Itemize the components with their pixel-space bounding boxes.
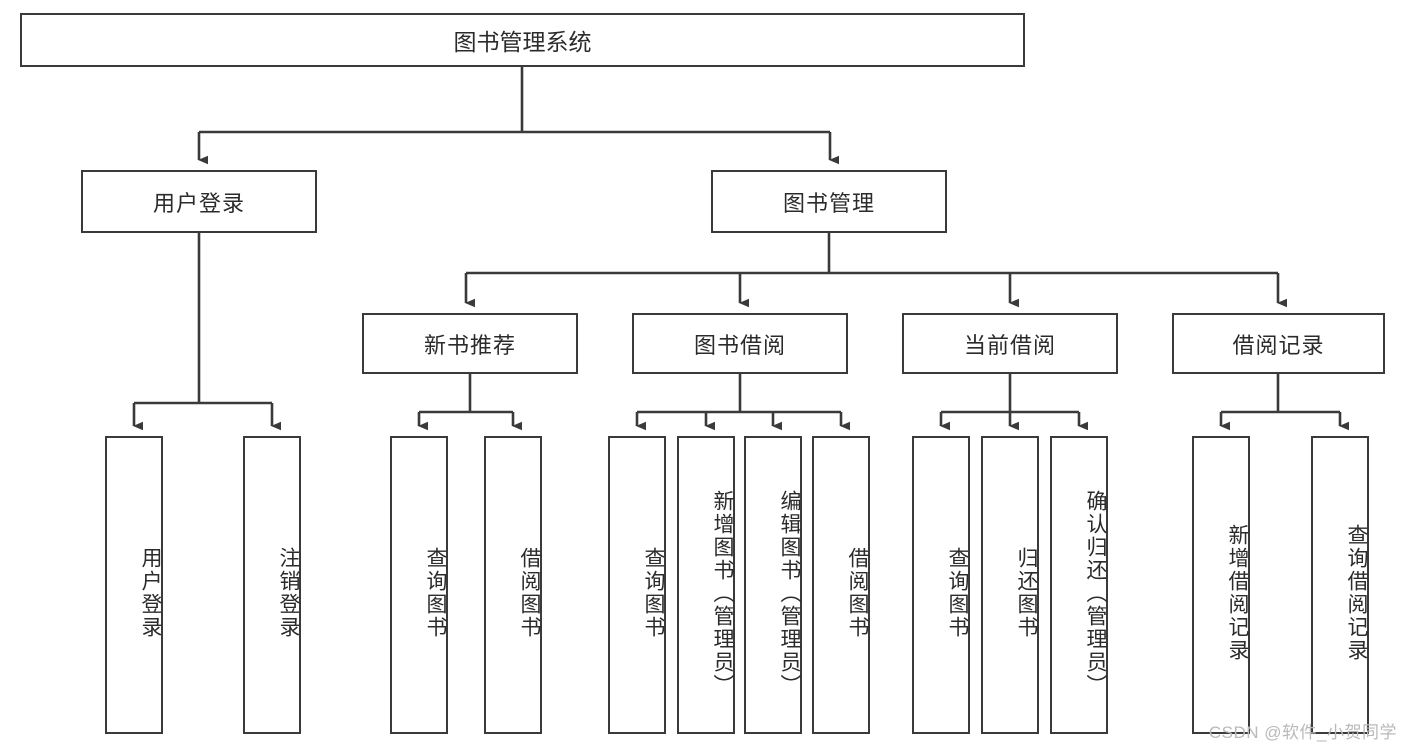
leaf-borrow-book-recommend[interactable]: 借阅图书: [484, 436, 542, 734]
leaf-return-book[interactable]: 归还图书: [981, 436, 1039, 734]
node-book-management[interactable]: 图书管理: [711, 170, 947, 233]
leaf-edit-book-admin[interactable]: 编辑图书（管理员）: [744, 436, 802, 734]
leaf-logout[interactable]: 注销登录: [243, 436, 301, 734]
leaf-add-borrow-record[interactable]: 新增借阅记录: [1192, 436, 1250, 734]
node-new-book-recommend[interactable]: 新书推荐: [362, 313, 578, 374]
leaf-add-book-admin[interactable]: 新增图书（管理员）: [677, 436, 735, 734]
node-user-login[interactable]: 用户登录: [81, 170, 317, 233]
node-book-borrow[interactable]: 图书借阅: [632, 313, 848, 374]
leaf-borrow-book[interactable]: 借阅图书: [812, 436, 870, 734]
node-borrow-record[interactable]: 借阅记录: [1172, 313, 1385, 374]
leaf-confirm-return-admin[interactable]: 确认归还（管理员）: [1050, 436, 1108, 734]
leaf-query-borrow-record[interactable]: 查询借阅记录: [1311, 436, 1369, 734]
node-current-borrow[interactable]: 当前借阅: [902, 313, 1118, 374]
leaf-query-book-borrow[interactable]: 查询图书: [608, 436, 666, 734]
leaf-user-login[interactable]: 用户登录: [105, 436, 163, 734]
watermark: CSDN @软件_小贺同学: [1208, 723, 1397, 742]
leaf-query-book-current[interactable]: 查询图书: [912, 436, 970, 734]
node-root[interactable]: 图书管理系统: [20, 13, 1025, 67]
leaf-query-book-recommend[interactable]: 查询图书: [390, 436, 448, 734]
